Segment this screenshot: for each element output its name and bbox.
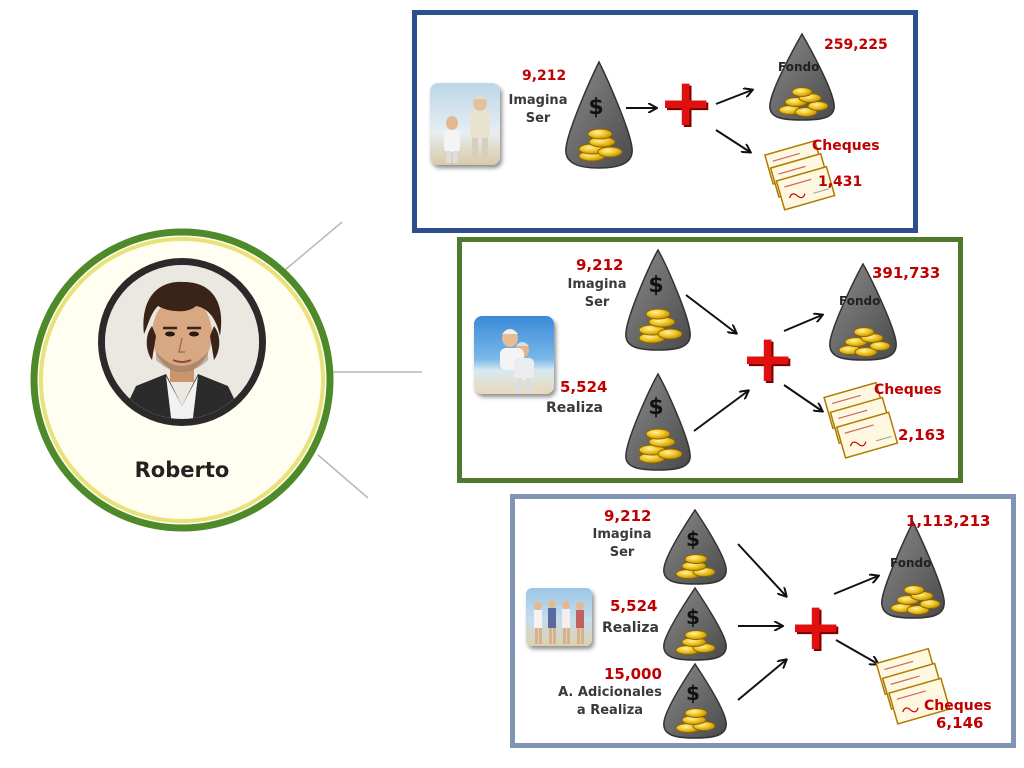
scenario3-fondo-label: Fondo	[890, 556, 932, 570]
scenario2-realiza-value: 5,524	[560, 378, 608, 396]
scenario2-imagina-label: Imagina Ser	[562, 276, 632, 312]
scenario3-cheques-value: 6,146	[936, 714, 984, 732]
scenario2-arrows	[685, 294, 840, 432]
scenario3-cheques-label: Cheques	[924, 698, 992, 714]
scenario3-realiza-label: Realiza	[602, 620, 659, 636]
scenario3-adicionales-label-line1: A. Adicionales	[558, 685, 662, 700]
coin-stack-icon	[675, 554, 716, 579]
dollar-sign-icon: $	[648, 273, 663, 298]
cheques-icon	[763, 139, 836, 211]
scenario3-arrows	[737, 543, 900, 701]
connector-lines	[284, 221, 422, 499]
scenario3-imagina-label-line1: Imagina	[592, 527, 652, 542]
scenario1-imagina-label: Imagina Ser	[503, 92, 573, 128]
dollar-sign-icon: $	[648, 395, 663, 420]
scenario1-cheques-label: Cheques	[812, 138, 880, 154]
scenario1-arrows	[626, 80, 750, 160]
coin-stack-icon	[638, 428, 683, 464]
scenario2-fondo-value: 391,733	[872, 264, 941, 282]
money-bag-icon: $	[663, 662, 727, 739]
scenario1-imagina-label-line1: Imagina	[508, 93, 568, 108]
plus-icon: +	[658, 64, 714, 141]
fondo-bag-icon	[769, 32, 835, 121]
scenario1-imagina-label-line2: Ser	[525, 111, 551, 126]
scenario3-imagina-label: Imagina Ser	[587, 526, 657, 562]
money-bag-icon: $	[625, 248, 691, 351]
fondo-bag-icon	[881, 520, 945, 619]
dollar-sign-icon: $	[686, 605, 700, 629]
money-bag-icon: $	[625, 372, 691, 471]
cheques-icon	[823, 381, 899, 459]
profile-node: Roberto	[30, 228, 334, 532]
scenario1-fondo-label: Fondo	[778, 60, 820, 74]
avatar	[98, 258, 266, 426]
scenario2-cheques-label: Cheques	[874, 382, 942, 398]
scenario3-adicionales-value: 15,000	[604, 665, 662, 683]
plus-icon: +	[740, 320, 796, 397]
scenario2-cheques-value: 2,163	[898, 426, 946, 444]
plus-icon: +	[788, 588, 844, 665]
scenario2-imagina-value: 9,212	[576, 256, 624, 274]
money-bag-icon: $	[663, 508, 727, 585]
coin-stack-icon	[838, 327, 891, 357]
scenario3-imagina-label-line2: Ser	[609, 545, 635, 560]
cheques-icon	[875, 647, 951, 725]
couple-piggyback-photo	[474, 316, 554, 394]
coin-stack-icon	[578, 128, 623, 162]
scenario2-realiza-label: Realiza	[546, 400, 603, 416]
scenario2-imagina-label-line2: Ser	[584, 295, 610, 310]
money-bag-icon: $	[565, 60, 633, 169]
coin-stack-icon	[638, 308, 683, 344]
coin-stack-icon	[778, 87, 829, 117]
money-bag-icon: $	[663, 586, 727, 661]
dollar-sign-icon: $	[686, 527, 700, 551]
scenario3-adicionales-label-line2: a Realiza	[576, 703, 644, 718]
scenario1-cheques-value: 1,431	[818, 174, 863, 190]
group-beach-photo	[526, 588, 592, 646]
scenario3-fondo-value: 1,113,213	[906, 512, 991, 530]
fondo-bag-icon	[829, 262, 897, 361]
dollar-sign-icon: $	[686, 681, 700, 705]
profile-name: Roberto	[134, 458, 230, 482]
coin-stack-icon	[675, 630, 716, 655]
scenario3-imagina-value: 9,212	[604, 507, 652, 525]
dollar-sign-icon: $	[588, 95, 603, 120]
scenario2-fondo-label: Fondo	[839, 294, 881, 308]
scenario1-fondo-value: 259,225	[824, 37, 888, 53]
scenario3-adicionales-label: A. Adicionales a Realiza	[552, 684, 668, 720]
coin-stack-icon	[675, 708, 716, 733]
coin-stack-icon	[890, 585, 941, 615]
couple-beach-photo	[430, 83, 500, 165]
scenario1-imagina-value: 9,212	[522, 68, 567, 84]
scenario2-imagina-label-line1: Imagina	[567, 277, 627, 292]
scenario3-realiza-value: 5,524	[610, 597, 658, 615]
